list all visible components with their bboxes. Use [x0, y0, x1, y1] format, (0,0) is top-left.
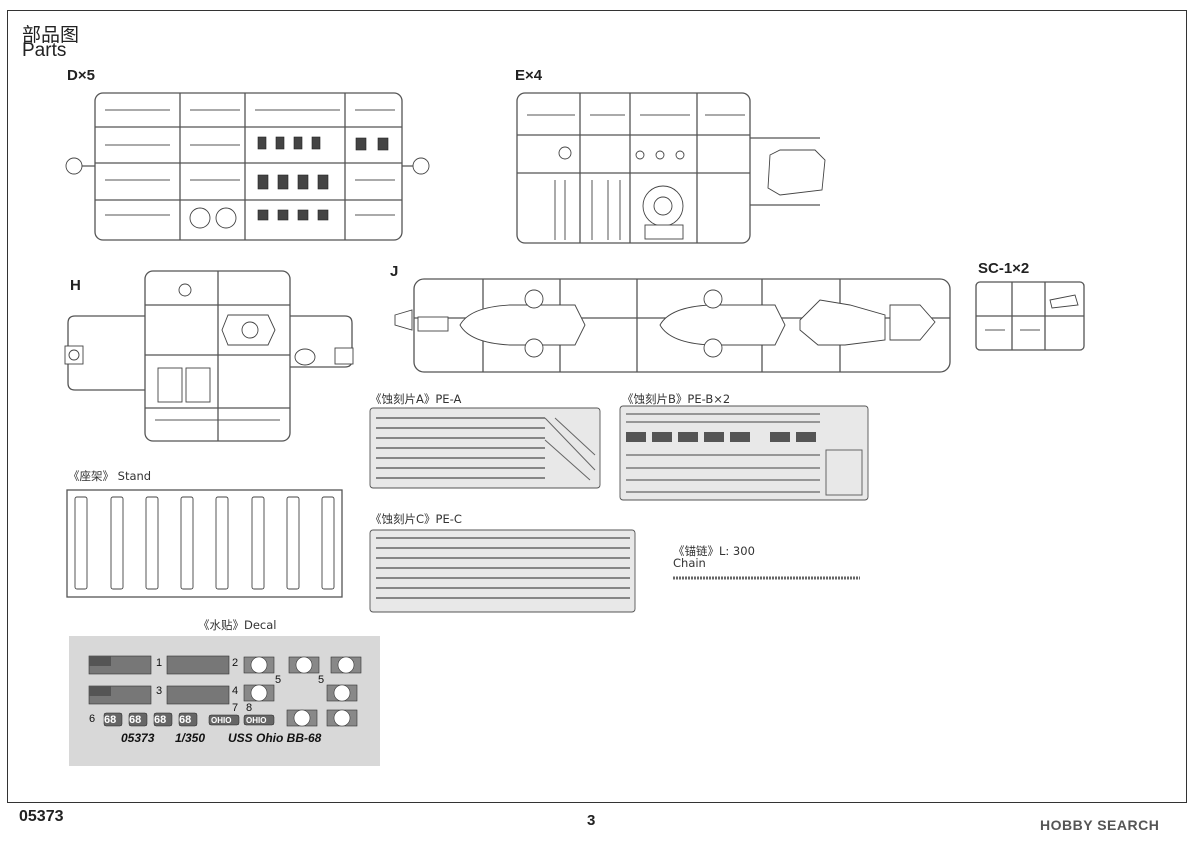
- decal-number-2: 2: [232, 657, 239, 669]
- decal-number-5b: 5: [318, 674, 325, 686]
- decal-number-5a: 5: [275, 674, 282, 686]
- stand-label: 《座架》 Stand: [68, 469, 152, 483]
- pe-a-fret: [369, 407, 601, 489]
- decal-hull-number-3: 68: [154, 714, 167, 726]
- decal-number-8: 8: [246, 702, 253, 714]
- pe-b-label: 《蚀刻片B》PE-B×2: [622, 392, 731, 406]
- chain-label-cn: 《锚链》L: 300: [673, 544, 755, 558]
- footer-watermark: HOBBY SEARCH: [1040, 817, 1160, 833]
- sprue-j-label: J: [390, 263, 399, 280]
- decal-name-plate-2: OHIO: [246, 716, 267, 725]
- decal-number-7: 7: [232, 702, 239, 714]
- decal-hull-number-1: 68: [104, 714, 117, 726]
- decal-number-4: 4: [232, 685, 239, 697]
- pe-c-fret: [369, 529, 636, 613]
- decal-label: 《水贴》Decal: [198, 618, 277, 632]
- decal-artwork: [88, 655, 362, 727]
- chain-label-en: Chain: [673, 556, 706, 570]
- pe-a-label: 《蚀刻片A》PE-A: [370, 392, 462, 406]
- decal-caption-name: USS Ohio BB-68: [228, 731, 322, 745]
- decal-caption-code: 05373: [121, 731, 155, 745]
- decal-number-6: 6: [89, 713, 96, 725]
- sprue-e: [516, 92, 826, 244]
- decal-hull-number-4: 68: [179, 714, 192, 726]
- pe-c-label: 《蚀刻片C》PE-C: [370, 512, 462, 526]
- page-title-cn: 部品图: [22, 24, 80, 46]
- sprue-sc-label: SC-1×2: [978, 260, 1030, 277]
- decal-number-1: 1: [156, 657, 163, 669]
- sprue-h-label: H: [70, 277, 81, 294]
- sprue-sc: [975, 281, 1085, 351]
- pe-b-fret: [619, 405, 869, 501]
- sprue-h: [64, 270, 354, 442]
- decal-caption-scale: 1/350: [175, 731, 206, 745]
- page-frame: [7, 10, 1187, 803]
- stand-frame: [66, 489, 343, 598]
- sprue-j: [394, 278, 951, 373]
- footer-product-code: 05373: [19, 808, 64, 825]
- sprue-d-label: D×5: [67, 67, 95, 84]
- footer-page-number: 3: [587, 812, 596, 829]
- decal-hull-number-2: 68: [129, 714, 142, 726]
- decal-number-3: 3: [156, 685, 163, 697]
- decal-name-plate-1: OHIO: [211, 716, 232, 725]
- sprue-e-label: E×4: [515, 67, 543, 84]
- sprue-d: [65, 92, 430, 241]
- page-title-en: Parts: [22, 40, 67, 61]
